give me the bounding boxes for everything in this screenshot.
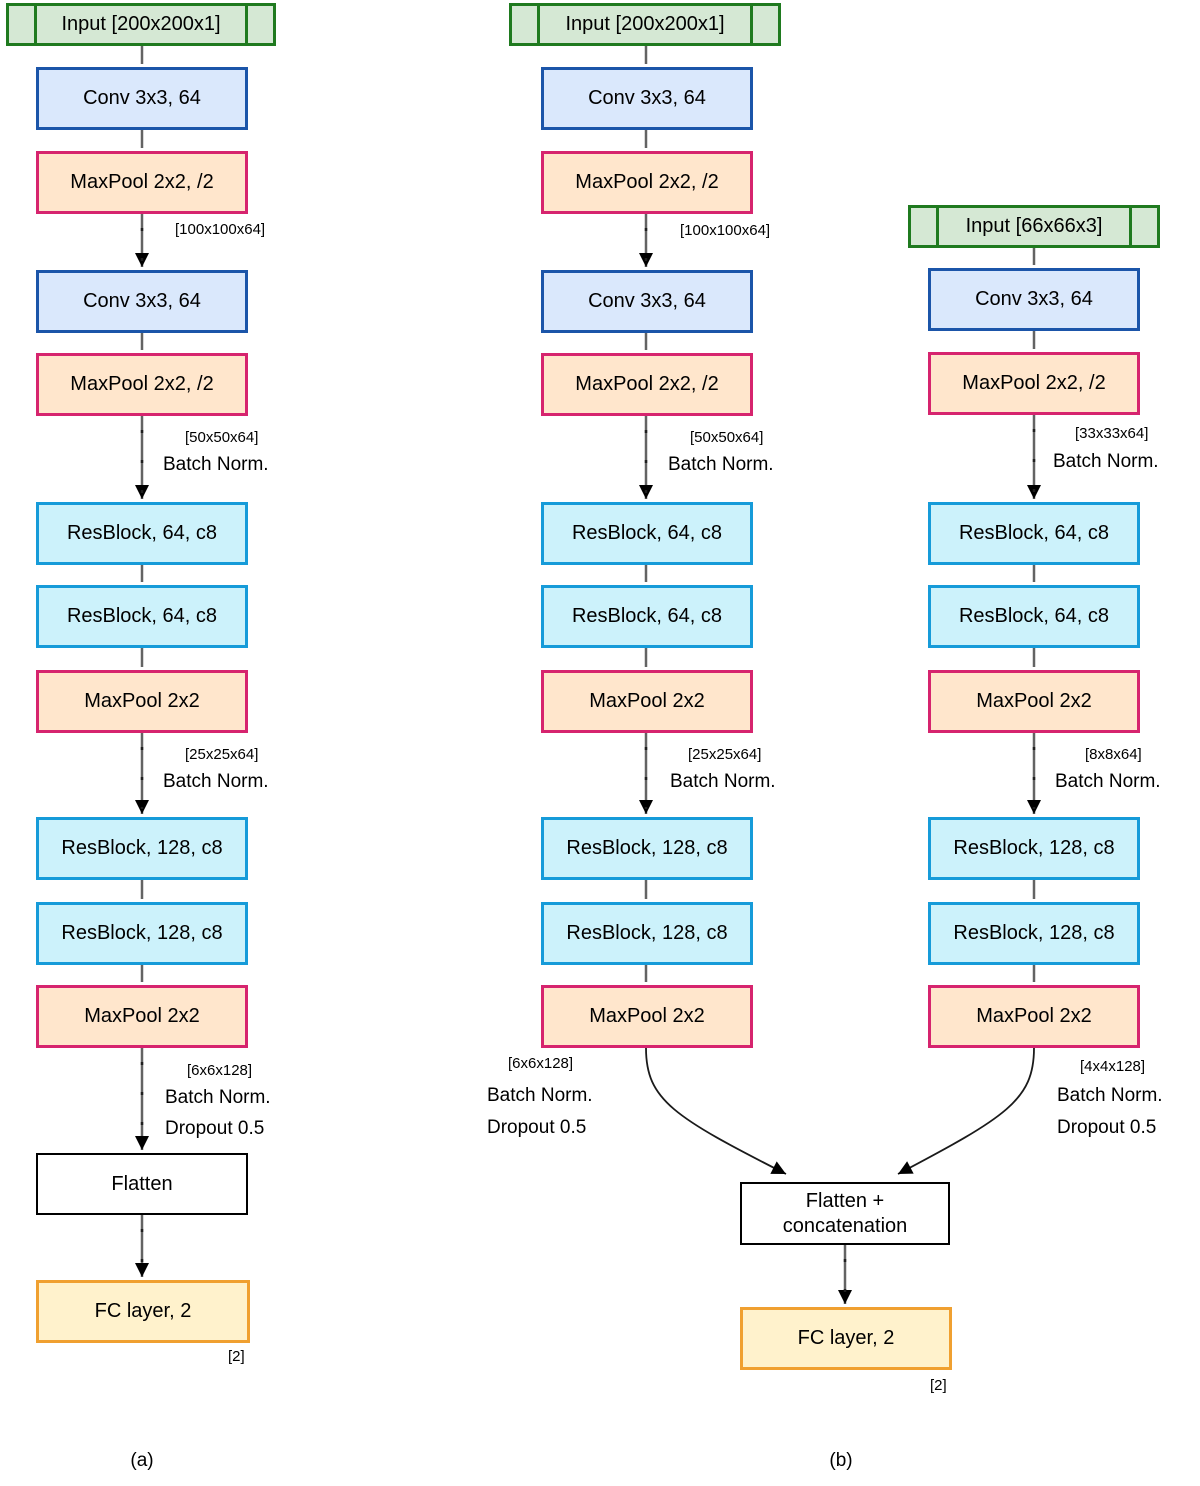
- batch-norm-annotation: Batch Norm.: [165, 1087, 271, 1108]
- tensor-shape-annotation: [33x33x64]: [1075, 425, 1149, 442]
- flatten-box: Flatten: [36, 1153, 248, 1215]
- conv-layer-box: Conv 3x3, 64: [928, 268, 1140, 331]
- merge-curve-right: [897, 1047, 1035, 1175]
- output-shape-annotation: [2]: [930, 1377, 947, 1394]
- fc-layer-box: FC layer, 2: [740, 1307, 952, 1370]
- batch-norm-annotation: Batch Norm.: [1055, 771, 1161, 792]
- tensor-shape-annotation: [25x25x64]: [688, 746, 762, 763]
- maxpool-layer-box: MaxPool 2x2: [928, 985, 1140, 1048]
- tensor-shape-annotation: [6x6x128]: [187, 1062, 253, 1079]
- fc-layer-box: FC layer, 2: [36, 1280, 250, 1343]
- tensor-shape-annotation: [100x100x64]: [175, 221, 266, 238]
- tensor-shape-annotation: [100x100x64]: [680, 222, 771, 239]
- batch-norm-annotation: Batch Norm.: [487, 1085, 593, 1106]
- batch-norm-annotation: Batch Norm.: [163, 454, 269, 475]
- dropout-annotation: Dropout 0.5: [165, 1118, 265, 1139]
- conv-layer-box: Conv 3x3, 64: [541, 270, 753, 333]
- resblock-layer-box: ResBlock, 128, c8: [541, 817, 753, 880]
- resblock-layer-box: ResBlock, 64, c8: [928, 502, 1140, 565]
- conv-layer-box: Conv 3x3, 64: [541, 67, 753, 130]
- tensor-shape-annotation: [50x50x64]: [690, 429, 764, 446]
- maxpool-layer-box: MaxPool 2x2, /2: [541, 151, 753, 214]
- dropout-annotation: Dropout 0.5: [487, 1117, 587, 1138]
- figure-caption-a: (a): [130, 1450, 154, 1471]
- tensor-shape-annotation: [50x50x64]: [185, 429, 259, 446]
- batch-norm-annotation: Batch Norm.: [668, 454, 774, 475]
- batch-norm-annotation: Batch Norm.: [163, 771, 269, 792]
- resblock-layer-box: ResBlock, 64, c8: [541, 502, 753, 565]
- maxpool-layer-box: MaxPool 2x2, /2: [928, 352, 1140, 415]
- tensor-shape-annotation: [25x25x64]: [185, 746, 259, 763]
- input-layer-box: Input [66x66x3]: [908, 205, 1160, 248]
- merge-curve-left: [645, 1047, 787, 1175]
- resblock-layer-box: ResBlock, 128, c8: [928, 817, 1140, 880]
- dropout-annotation: Dropout 0.5: [1057, 1117, 1157, 1138]
- concat-label-line2: concatenation: [782, 1214, 908, 1237]
- maxpool-layer-box: MaxPool 2x2: [36, 670, 248, 733]
- tensor-shape-annotation: [4x4x128]: [1080, 1058, 1146, 1075]
- conv-layer-box: Conv 3x3, 64: [36, 67, 248, 130]
- maxpool-layer-box: MaxPool 2x2: [541, 985, 753, 1048]
- resblock-layer-box: ResBlock, 64, c8: [36, 502, 248, 565]
- input-layer-box: Input [200x200x1]: [6, 3, 276, 46]
- resblock-layer-box: ResBlock, 64, c8: [541, 585, 753, 648]
- batch-norm-annotation: Batch Norm.: [1053, 451, 1159, 472]
- concat-label-line1: Flatten +: [805, 1189, 885, 1212]
- maxpool-layer-box: MaxPool 2x2: [541, 670, 753, 733]
- concat-box: Flatten + concatenation: [740, 1182, 950, 1245]
- maxpool-layer-box: MaxPool 2x2, /2: [541, 353, 753, 416]
- maxpool-layer-box: MaxPool 2x2: [36, 985, 248, 1048]
- figure-caption-b: (b): [829, 1450, 853, 1471]
- batch-norm-annotation: Batch Norm.: [670, 771, 776, 792]
- maxpool-layer-box: MaxPool 2x2, /2: [36, 353, 248, 416]
- conv-layer-box: Conv 3x3, 64: [36, 270, 248, 333]
- resblock-layer-box: ResBlock, 64, c8: [36, 585, 248, 648]
- input-layer-box: Input [200x200x1]: [509, 3, 781, 46]
- tensor-shape-annotation: [6x6x128]: [508, 1055, 574, 1072]
- tensor-shape-annotation: [8x8x64]: [1085, 746, 1142, 763]
- resblock-layer-box: ResBlock, 128, c8: [36, 902, 248, 965]
- resblock-layer-box: ResBlock, 128, c8: [928, 902, 1140, 965]
- resblock-layer-box: ResBlock, 128, c8: [36, 817, 248, 880]
- maxpool-layer-box: MaxPool 2x2: [928, 670, 1140, 733]
- output-shape-annotation: [2]: [228, 1348, 245, 1365]
- maxpool-layer-box: MaxPool 2x2, /2: [36, 151, 248, 214]
- resblock-layer-box: ResBlock, 64, c8: [928, 585, 1140, 648]
- resblock-layer-box: ResBlock, 128, c8: [541, 902, 753, 965]
- batch-norm-annotation: Batch Norm.: [1057, 1085, 1163, 1106]
